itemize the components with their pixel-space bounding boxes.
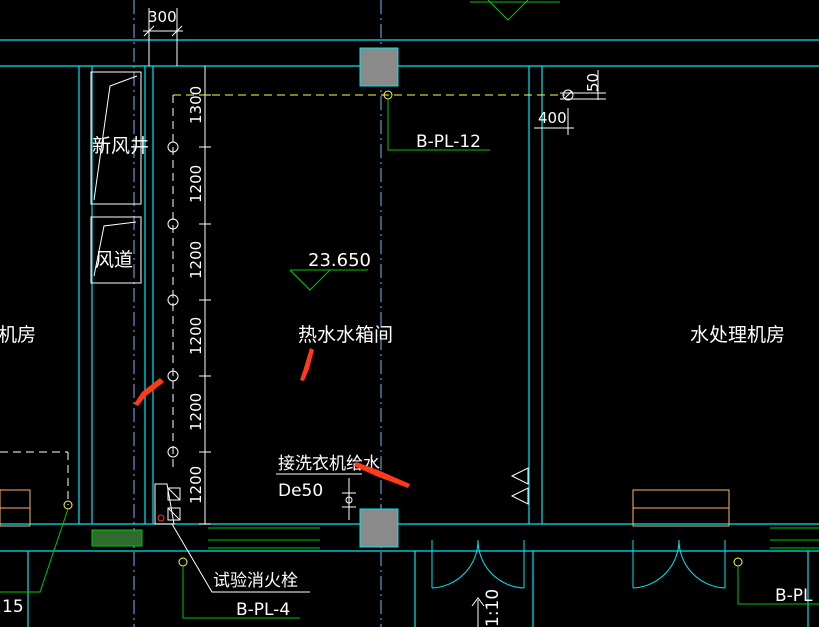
tag-leader-left	[0, 451, 73, 593]
pipe-tag-left-partial: 15	[2, 597, 24, 617]
test-hydrant-note: 试验消火栓	[213, 571, 298, 591]
pipe-tag-bottom: B-PL-4	[236, 600, 290, 620]
dim-vertical-3: 1200	[187, 241, 205, 279]
washer-note-leader	[276, 473, 362, 520]
slope-marker-text: 1:10	[483, 589, 503, 627]
room-hot-water-tank: 热水水箱间	[298, 324, 393, 346]
room-water-treatment: 水处理机房	[690, 324, 785, 346]
shaft-label-fresh-air: 新风井	[92, 135, 149, 157]
dim-offset-horizontal: 400	[538, 109, 567, 127]
floor-bands	[91, 527, 819, 549]
doors	[431, 539, 726, 589]
tag-leader-bottom	[178, 557, 300, 619]
hydrant-pipe	[167, 95, 179, 470]
test-hydrant-valve	[157, 514, 165, 522]
dim-vertical-1: 1300	[187, 86, 205, 124]
dim-vertical-2: 1200	[187, 165, 205, 203]
callout-arrows	[134, 348, 410, 488]
dim-vertical-6: 1200	[187, 466, 205, 504]
column-bottom	[359, 508, 399, 548]
shaft-fresh-air	[90, 71, 142, 205]
elevation-value: 23.650	[308, 250, 371, 271]
dim-top-width: 300	[148, 8, 177, 26]
riser-pipe-top	[173, 89, 574, 101]
column-top	[359, 47, 399, 87]
walls	[0, 39, 819, 627]
vent-symbols	[510, 467, 529, 505]
washer-supply-note: 接洗衣机给水	[278, 454, 380, 474]
room-left-partial: 机房	[0, 324, 36, 346]
pipe-tag-right-partial: B-PL	[775, 586, 813, 606]
shaft-label-air-duct: 风道	[95, 249, 133, 271]
elevation-marker	[289, 0, 560, 291]
shaft-air-duct	[90, 216, 142, 284]
tag-leader-top	[387, 99, 490, 151]
slope-marker	[471, 597, 485, 627]
axis-lines	[133, 0, 382, 627]
tag-leader-right	[733, 557, 819, 605]
dim-offset-right: 50	[584, 73, 602, 92]
dimension-lines	[143, 8, 606, 525]
dim-vertical-5: 1200	[187, 393, 205, 431]
washer-pipe-size: De50	[278, 481, 323, 501]
furniture	[0, 489, 730, 527]
dim-vertical-4: 1200	[187, 317, 205, 355]
test-hydrant-cabinet	[154, 483, 310, 593]
pipe-tag-top: B-PL-12	[416, 132, 481, 152]
